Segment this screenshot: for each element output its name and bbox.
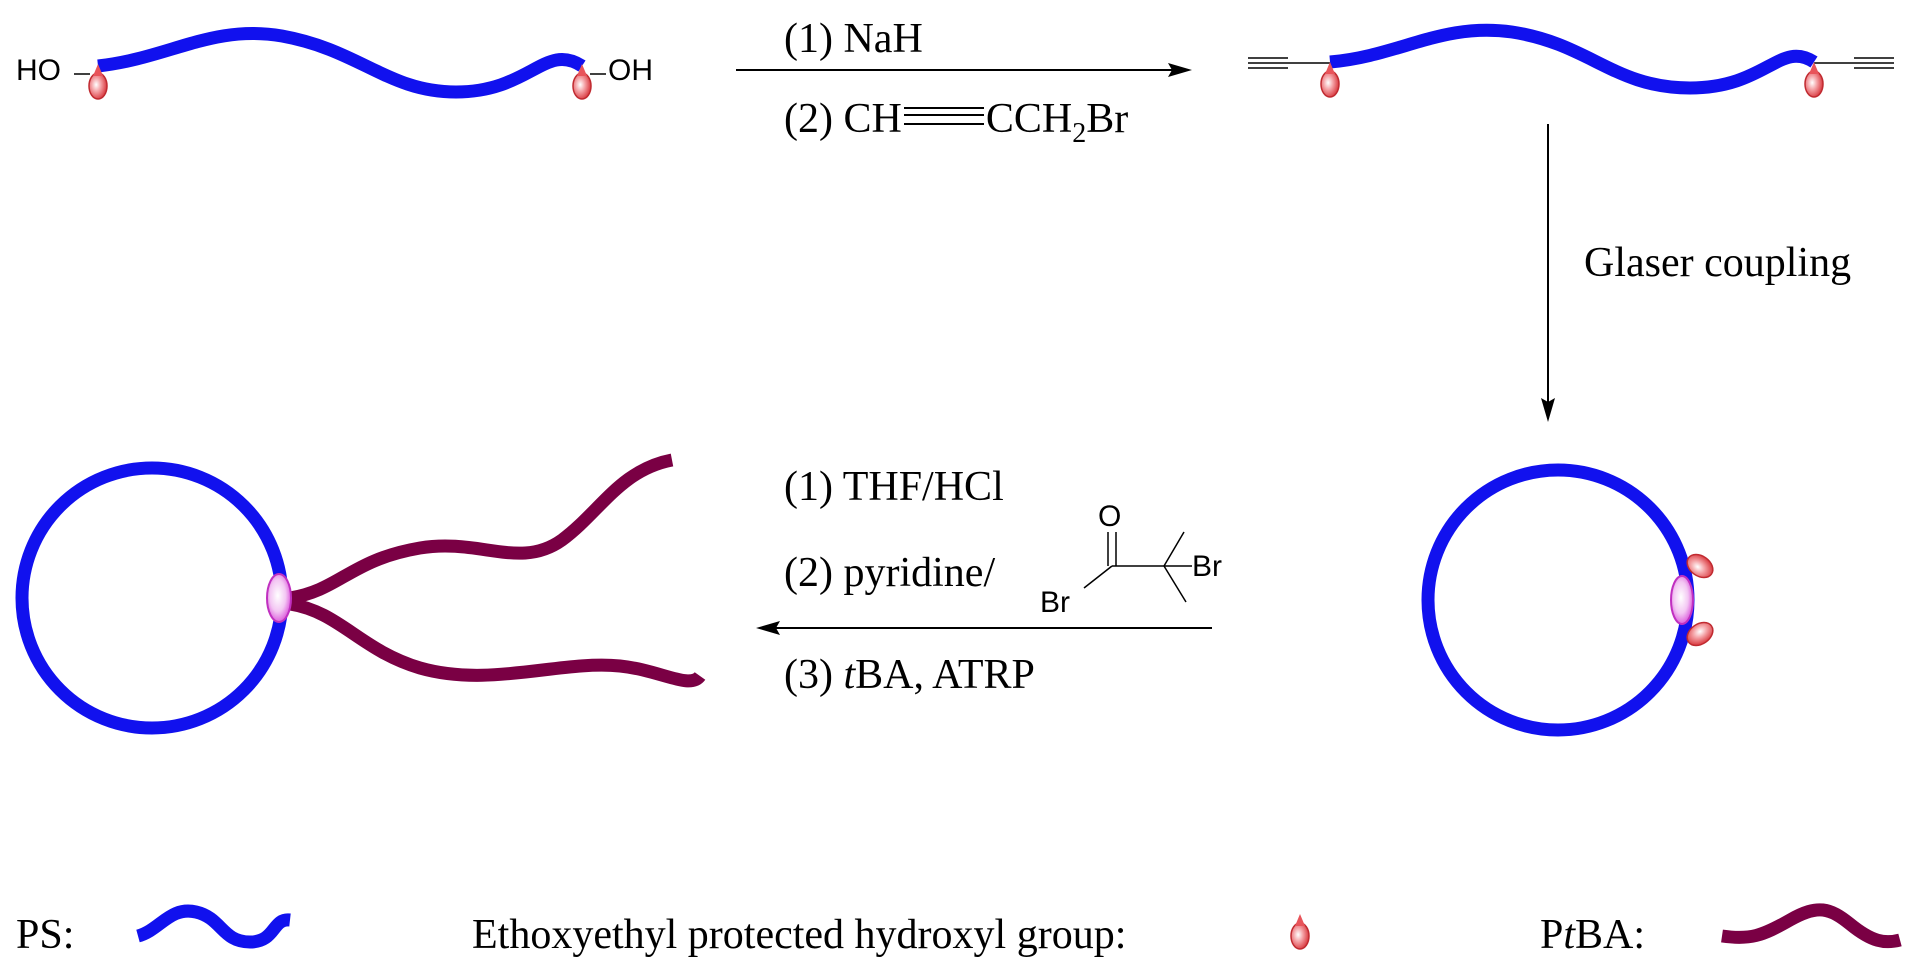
legend-hydroxyl-label: Ethoxyethyl protected hydroxyl group: bbox=[472, 912, 1127, 958]
hydroxyl-drop-icon bbox=[88, 72, 108, 100]
legend-ptba-prefix: P bbox=[1540, 912, 1564, 958]
legend-ptba-swatch bbox=[1721, 903, 1902, 949]
legend-ps-label: PS: bbox=[16, 912, 75, 958]
step1-label-2-mid: CCH bbox=[985, 96, 1073, 142]
hydroxyl-drop-icon bbox=[572, 72, 592, 100]
legend-ptba-italic: t bbox=[1563, 912, 1576, 958]
ps-line-product1-stroke bbox=[1329, 23, 1818, 95]
step3-label-3-prefix: (3) bbox=[784, 652, 844, 698]
hydroxyl-drop-icon bbox=[1686, 553, 1714, 579]
junction-node-icon bbox=[266, 573, 292, 623]
legend-hydroxyl-tip bbox=[1295, 914, 1305, 926]
hydroxyl-drop-icon bbox=[1320, 70, 1340, 98]
junction-node-icon bbox=[1670, 575, 1694, 625]
final-ps-ring bbox=[15, 461, 289, 735]
hydroxyl-drop-tip bbox=[577, 64, 587, 76]
step1-label-2-end: Br bbox=[1086, 96, 1129, 142]
label-oh: OH bbox=[608, 54, 653, 87]
hydroxyl-drop-tip bbox=[93, 64, 103, 76]
arrow-step1-head bbox=[1168, 63, 1192, 77]
step3-label-3: (3) tBA, ATRP bbox=[784, 654, 1035, 696]
step3-label-3-italic: t bbox=[843, 652, 856, 698]
legend-hydroxyl-icon bbox=[1290, 922, 1310, 950]
arrow-step2-head bbox=[1541, 398, 1555, 422]
reagent-label-br2: Br bbox=[1192, 550, 1222, 583]
hydroxyl-drop-tip bbox=[1325, 62, 1335, 74]
step3-label-2: (2) pyridine/ bbox=[784, 550, 996, 596]
legend-ps-swatch bbox=[135, 904, 291, 949]
reagent-label-br1: Br bbox=[1040, 586, 1070, 619]
step3-label-1: (1) THF/HCl bbox=[784, 464, 1004, 510]
triple-bond-icon bbox=[903, 107, 984, 126]
step1-label-2: (2) CH CCH2Br bbox=[784, 96, 1129, 148]
hydroxyl-drop-icon bbox=[1686, 621, 1714, 647]
hydroxyl-drop-tip bbox=[1809, 62, 1819, 74]
reagent-bond bbox=[1163, 531, 1185, 567]
reagent-label-o: O bbox=[1098, 500, 1122, 533]
label-ho: HO bbox=[16, 54, 61, 87]
step1-label-2-sub: 2 bbox=[1072, 118, 1087, 149]
ptba-arm-lower bbox=[288, 597, 706, 688]
legend-ptba-rest: BA: bbox=[1575, 912, 1646, 958]
hydroxyl-drop-icon bbox=[1804, 70, 1824, 98]
legend-ptba-label: PtBA: bbox=[1540, 914, 1645, 956]
step2-label: Glaser coupling bbox=[1584, 240, 1852, 286]
reagent-bond bbox=[1083, 565, 1113, 589]
step3-label-3-rest: BA, ATRP bbox=[855, 652, 1035, 698]
arrow-step3-head bbox=[756, 621, 780, 635]
ptba-arm-upper bbox=[288, 453, 674, 605]
step1-label-2-prefix: (2) CH bbox=[784, 96, 902, 142]
ps-line-reactant bbox=[97, 26, 586, 99]
reagent-bond bbox=[1163, 565, 1187, 603]
cyclic-ps-ring bbox=[1421, 463, 1695, 737]
step1-label-1: (1) NaH bbox=[784, 16, 923, 62]
